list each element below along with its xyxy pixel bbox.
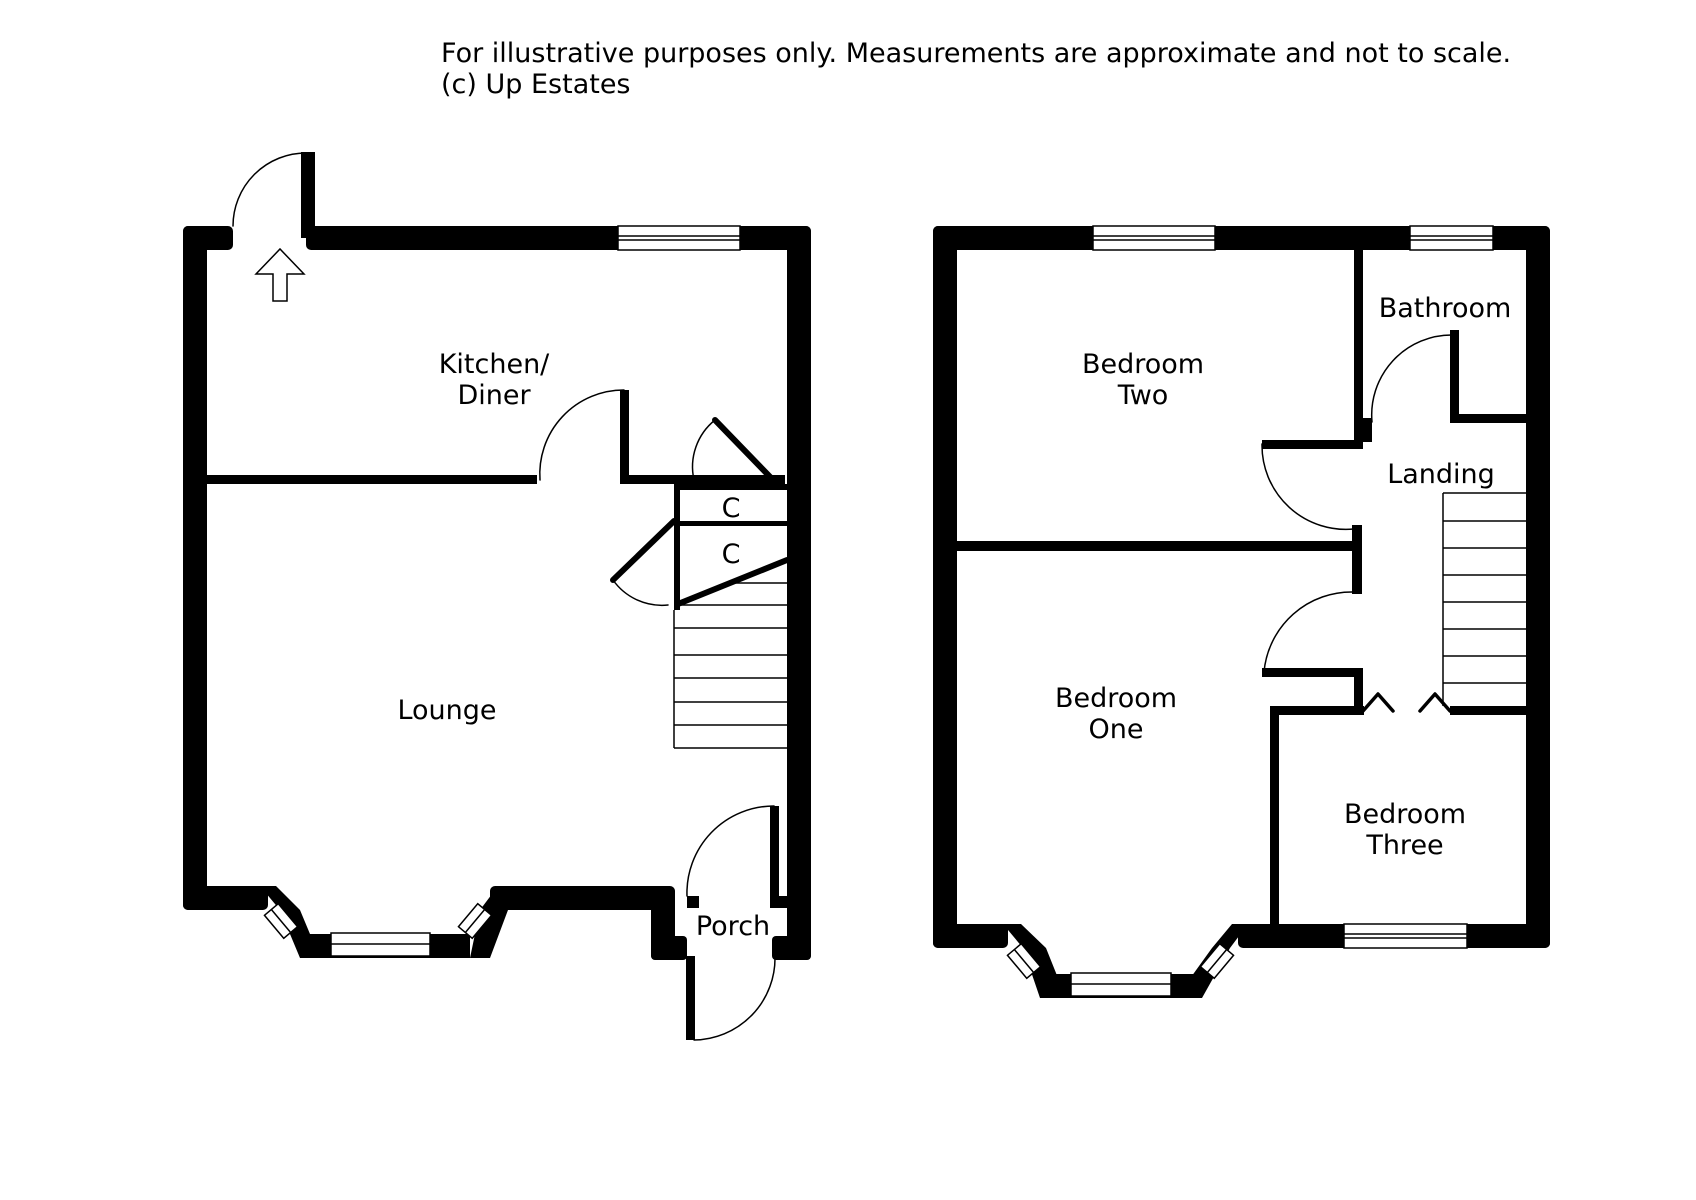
back-door — [232, 152, 307, 227]
understairs-cupboards — [610, 417, 790, 610]
ground-floor-stairs — [673, 582, 787, 749]
kitchen-window — [617, 225, 741, 251]
bedroom-three-label: Bedroom — [1344, 799, 1466, 830]
first-floor: Bedroom Two Bathroom Landing Bedroom One… — [933, 225, 1550, 998]
kitchen-label: Kitchen/ — [439, 349, 550, 380]
bedroom-one-door — [1262, 551, 1363, 677]
porch-label: Porch — [696, 911, 770, 942]
disclaimer-line-2: (c) Up Estates — [441, 69, 631, 100]
bedroom-two-window — [1092, 225, 1216, 251]
bifold-doors — [1361, 692, 1452, 713]
kitchen-lounge-wall — [207, 475, 537, 484]
bedroom-divider-wall — [957, 541, 1362, 551]
bedroom-three-walls — [1270, 677, 1530, 926]
cupboard-label-2: C — [722, 539, 741, 570]
kitchen-label-line-2: Diner — [457, 380, 531, 411]
bedroom-three-window — [1343, 923, 1468, 949]
bathroom-window — [1409, 225, 1494, 251]
bedroom-three-label-line-2: Three — [1365, 830, 1443, 861]
bedroom-two-door — [1261, 440, 1363, 553]
kitchen-door — [539, 389, 625, 481]
disclaimer: For illustrative purposes only. Measurem… — [441, 38, 1511, 100]
landing-label: Landing — [1387, 459, 1495, 490]
entrance-arrow-icon — [254, 247, 306, 302]
bedroom-one-label: Bedroom — [1055, 683, 1177, 714]
bedroom-two-label-line-2: Two — [1117, 380, 1169, 411]
first-floor-stairs — [1442, 492, 1526, 706]
cupboard-label-1: C — [722, 493, 741, 524]
bedroom-one-label-line-2: One — [1089, 714, 1144, 745]
bathroom-label: Bathroom — [1379, 293, 1512, 324]
porch-doors — [686, 805, 776, 1041]
bedroom-one-bay-window — [1006, 942, 1235, 997]
lounge-bay-window — [263, 902, 493, 957]
bathroom-walls — [1354, 250, 1530, 445]
lounge-label: Lounge — [397, 695, 496, 726]
first-floor-outer-walls — [933, 226, 1550, 998]
ground-floor: Kitchen/ Diner Lounge C C Porch — [183, 152, 811, 1041]
disclaimer-line-1: For illustrative purposes only. Measurem… — [441, 38, 1512, 69]
bedroom-two-label: Bedroom — [1082, 349, 1204, 380]
